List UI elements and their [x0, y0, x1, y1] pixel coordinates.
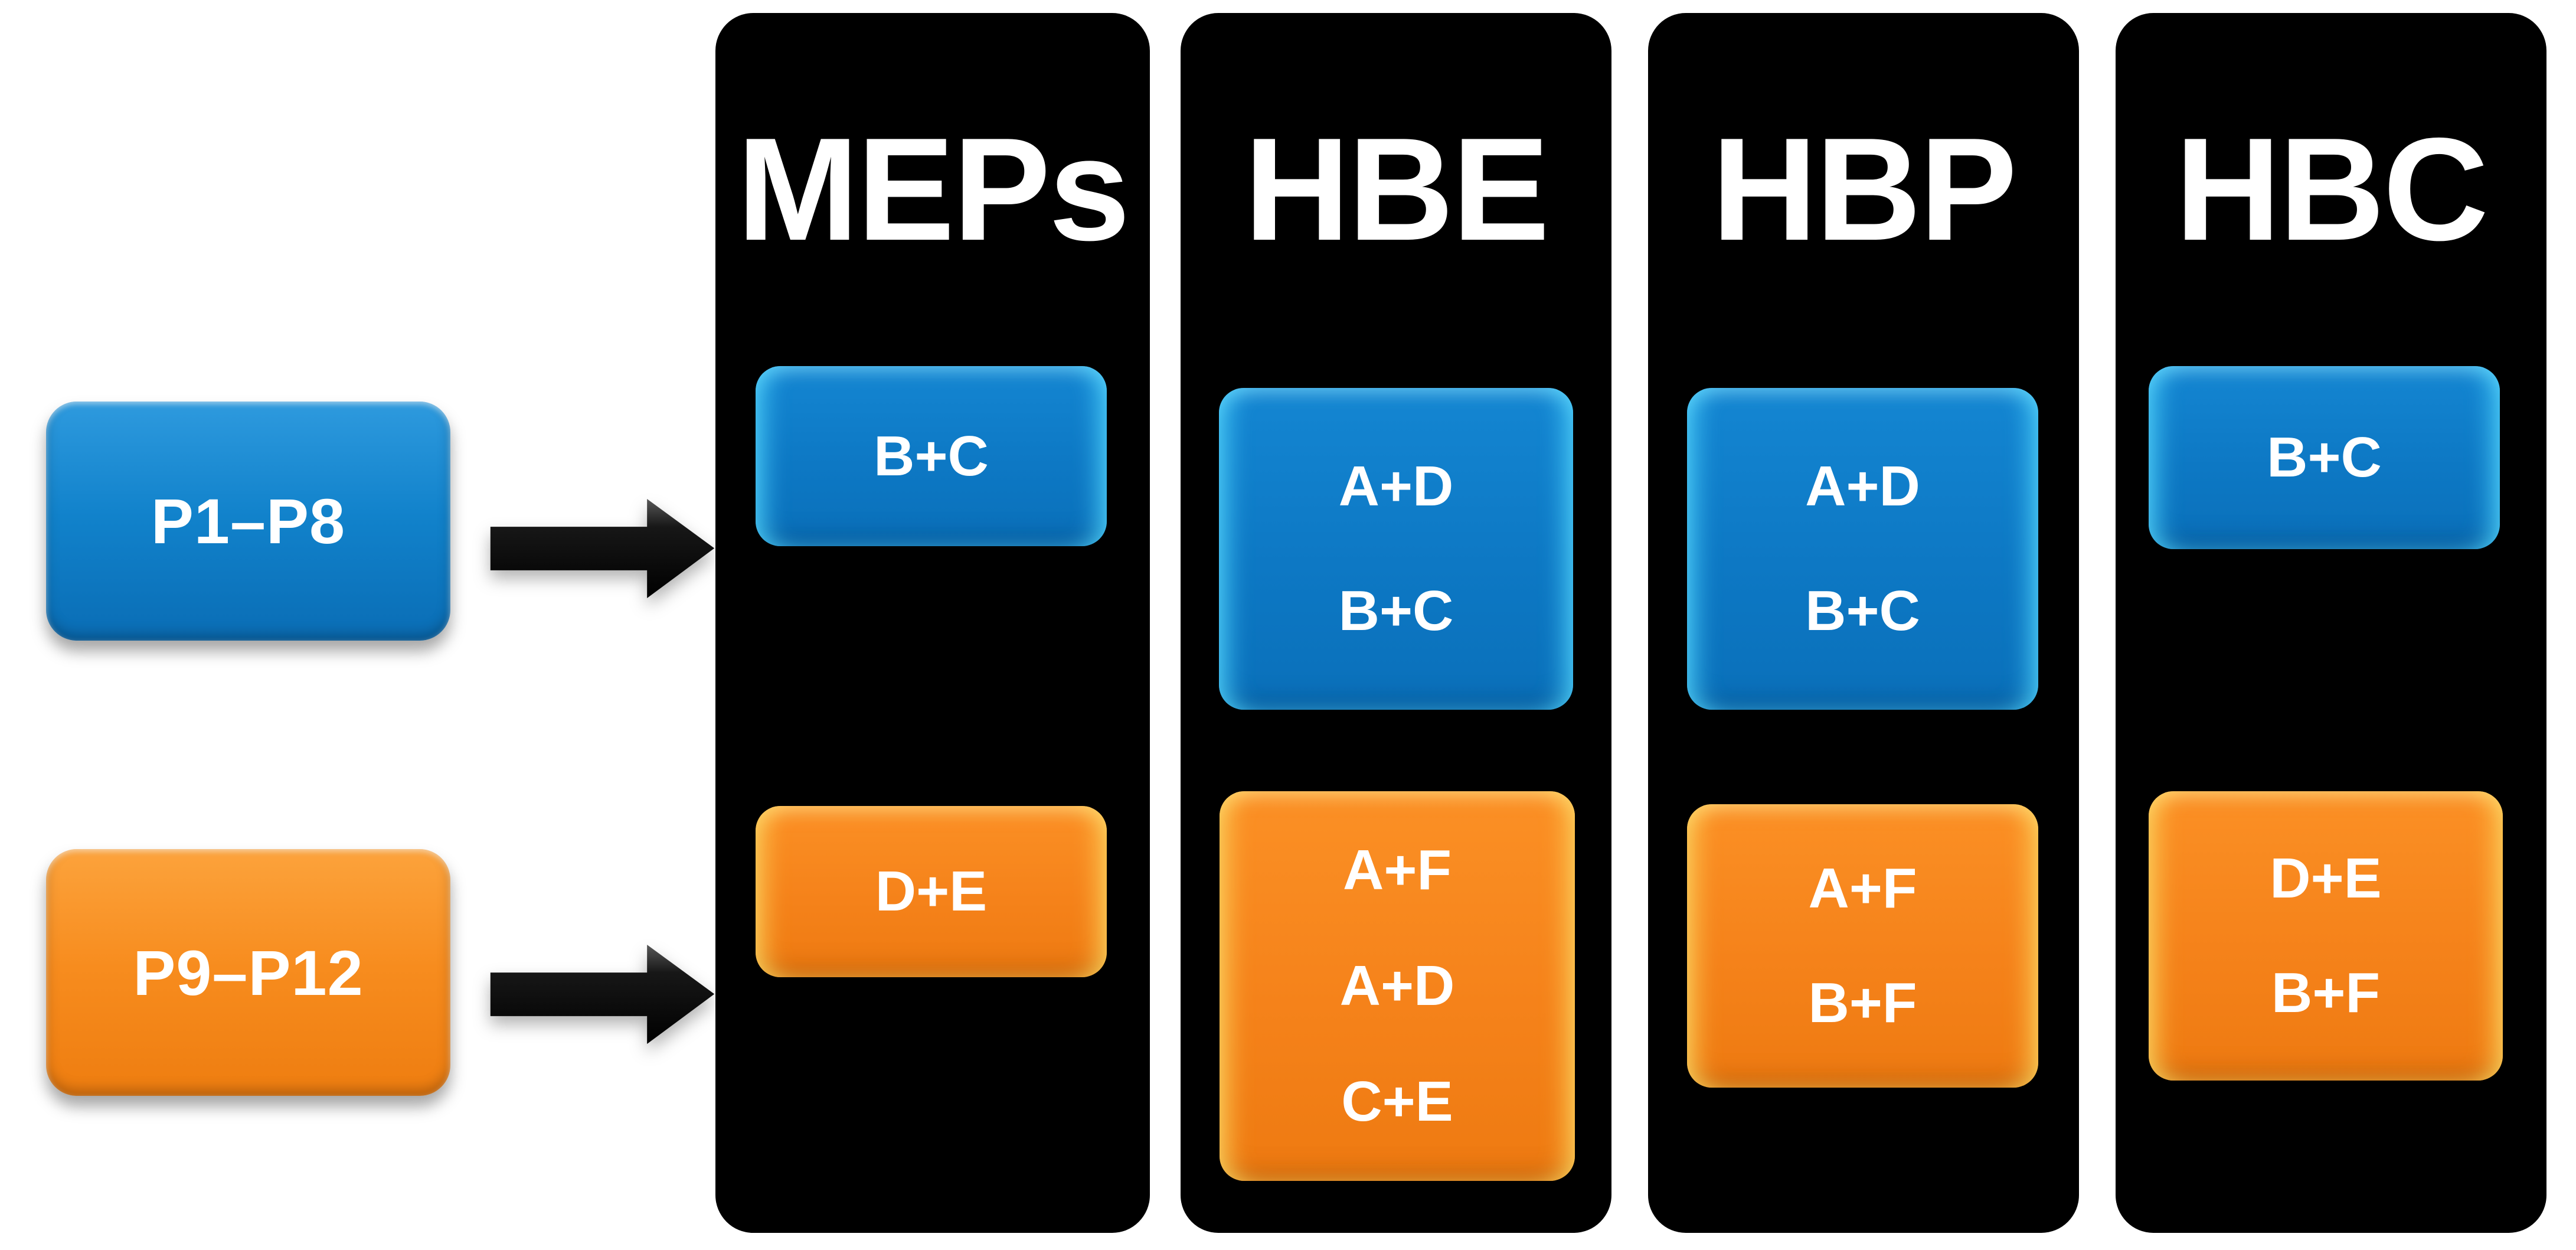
hbc-orange-box: D+E B+F	[2149, 791, 2503, 1081]
column-hbe: HBE A+D B+C A+F A+D C+E	[1181, 13, 1611, 1233]
box-line: B+C	[1338, 579, 1454, 642]
right-arrow-icon-top	[490, 498, 715, 599]
column-meps: MEPs B+C D+E	[715, 13, 1150, 1233]
column-hbc: HBC B+C D+E B+F	[2116, 13, 2546, 1233]
hbe-blue-box: A+D B+C	[1219, 388, 1573, 710]
box-line: B+C	[874, 424, 989, 488]
hbp-orange-box: A+F B+F	[1687, 804, 2038, 1088]
input-box-p9-p12-label: P9–P12	[133, 936, 364, 1009]
right-arrow-icon-bottom	[490, 944, 715, 1045]
box-line: C+E	[1341, 1070, 1453, 1133]
box-line: A+F	[1808, 857, 1917, 920]
hbp-blue-box: A+D B+C	[1687, 388, 2038, 710]
box-line: A+D	[1338, 455, 1454, 518]
meps-blue-box: B+C	[756, 366, 1107, 546]
box-line: A+F	[1342, 838, 1452, 902]
box-line: D+E	[2270, 847, 2382, 910]
box-line: D+E	[875, 860, 988, 923]
column-hbc-title: HBC	[2175, 107, 2489, 271]
column-meps-title: MEPs	[737, 107, 1130, 271]
hbe-orange-box: A+F A+D C+E	[1220, 791, 1575, 1181]
box-line: B+C	[2267, 426, 2382, 489]
meps-orange-box: D+E	[756, 806, 1107, 977]
input-box-p1-p8-label: P1–P8	[151, 485, 346, 557]
box-line: B+F	[1808, 971, 1917, 1034]
hbc-blue-box: B+C	[2149, 366, 2500, 549]
input-box-p1-p8: P1–P8	[46, 402, 450, 641]
box-line: B+C	[1805, 579, 1920, 642]
box-line: A+D	[1805, 455, 1920, 518]
box-line: A+D	[1339, 954, 1455, 1017]
column-hbe-title: HBE	[1244, 107, 1550, 271]
column-hbp: HBP A+D B+C A+F B+F	[1648, 13, 2079, 1233]
column-hbp-title: HBP	[1711, 107, 2018, 271]
box-line: B+F	[2271, 961, 2381, 1024]
input-box-p9-p12: P9–P12	[46, 849, 450, 1096]
